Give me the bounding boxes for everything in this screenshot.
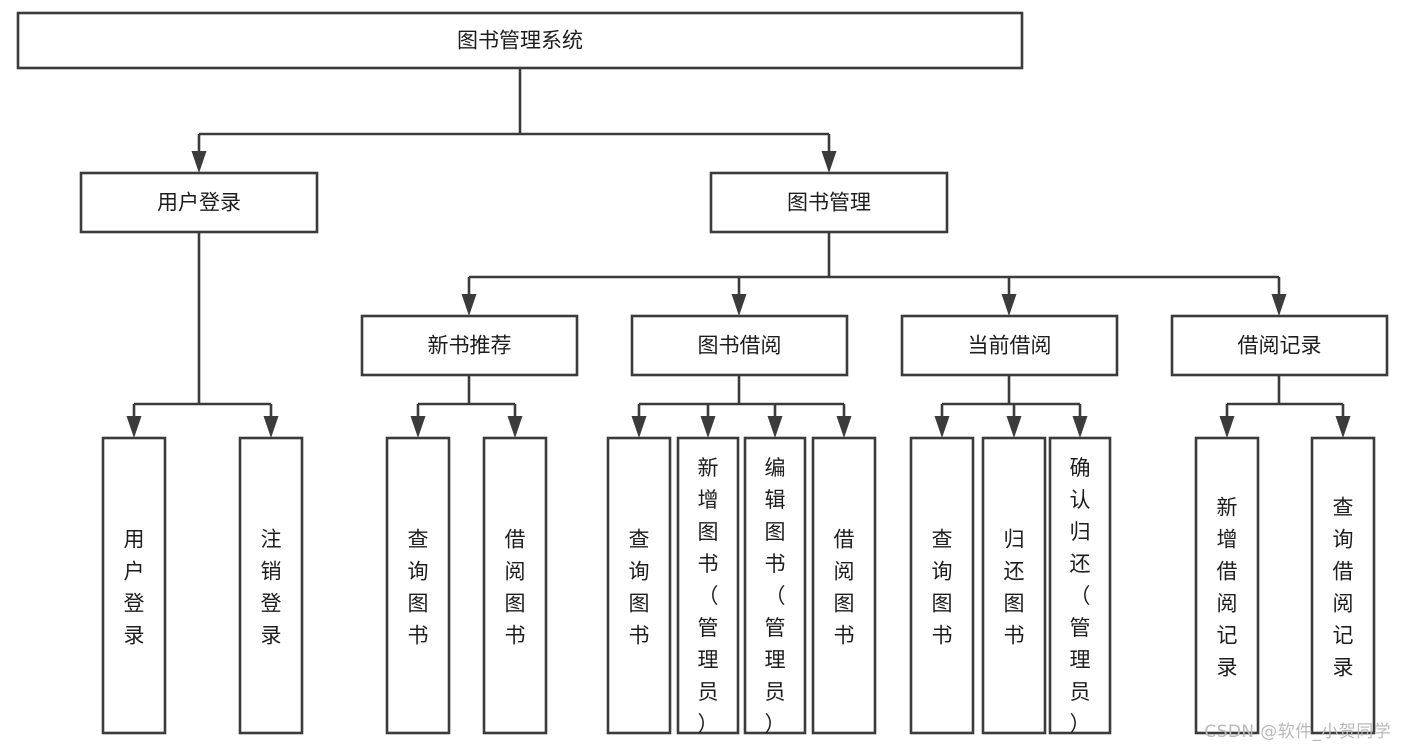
node-level3-1[interactable] [630, 314, 849, 377]
arrow-head-icon [191, 151, 207, 173]
node-level3-0[interactable] [360, 314, 579, 377]
node-root-book-management-system[interactable] [16, 11, 1024, 70]
node-leaf-label-0: 用户登录 [124, 527, 145, 647]
arrow-head-icon [1219, 416, 1235, 438]
node-leaf-2[interactable] [385, 436, 451, 735]
arrow-head-icon [1001, 294, 1017, 316]
node-leaf-label-1: 注销登录 [261, 527, 282, 647]
node-leaf-11[interactable] [1194, 436, 1260, 735]
node-leaf-5[interactable] [676, 436, 740, 735]
node-level2-0[interactable] [79, 171, 319, 234]
arrow-head-icon [410, 416, 426, 438]
connector-layer [126, 68, 1351, 438]
arrow-head-icon [507, 416, 523, 438]
node-level3-label-3: 借阅记录 [1238, 334, 1322, 358]
node-leaf-label-3: 借阅图书 [505, 527, 526, 647]
node-level3-3[interactable] [1170, 314, 1389, 377]
arrow-head-icon [631, 416, 647, 438]
arrow-head-icon [821, 151, 837, 173]
node-level2-label-1: 图书管理 [787, 191, 871, 215]
arrow-head-icon [1006, 416, 1022, 438]
arrow-head-icon [731, 294, 747, 316]
node-level3-2[interactable] [900, 314, 1119, 377]
node-leaf-0[interactable] [101, 436, 167, 735]
arrow-head-icon [461, 294, 477, 316]
node-leaf-label-6: 编辑图书（管理员） [765, 456, 786, 736]
node-leaf-label-7: 借阅图书 [834, 527, 855, 647]
node-leaf-9[interactable] [981, 436, 1047, 735]
node-level2-label-0: 用户登录 [157, 191, 241, 215]
node-leaf-label-4: 查询图书 [629, 527, 650, 647]
csdn-watermark: CSDN @软件_小贺同学 [1204, 722, 1391, 742]
node-level3-label-2: 当前借阅 [968, 334, 1052, 358]
arrow-head-icon [1271, 294, 1287, 316]
node-leaf-label-12: 查询借阅记录 [1333, 495, 1354, 679]
node-leaf-12[interactable] [1310, 436, 1376, 735]
node-root-label: 图书管理系统 [457, 29, 583, 53]
node-level2-1[interactable] [709, 171, 949, 234]
node-leaf-6[interactable] [743, 436, 807, 735]
node-leaf-label-8: 查询图书 [932, 527, 953, 647]
node-leaf-8[interactable] [909, 436, 975, 735]
node-leaf-label-5: 新增图书（管理员） [698, 456, 719, 736]
arrow-head-icon [836, 416, 852, 438]
node-leaf-3[interactable] [482, 436, 548, 735]
arrow-head-icon [126, 416, 142, 438]
node-leaf-10[interactable] [1048, 436, 1112, 735]
node-leaf-label-9: 归还图书 [1004, 527, 1025, 647]
node-leaf-label-2: 查询图书 [408, 527, 429, 647]
arrow-head-icon [1335, 416, 1351, 438]
node-leaf-7[interactable] [811, 436, 877, 735]
arrow-head-icon [767, 416, 783, 438]
node-level3-label-1: 图书借阅 [698, 334, 782, 358]
arrow-head-icon [700, 416, 716, 438]
node-layer: 图书管理系统用户登录图书管理新书推荐图书借阅当前借阅借阅记录用户登录注销登录查询… [16, 11, 1389, 736]
node-level3-label-0: 新书推荐 [428, 334, 512, 358]
node-leaf-label-11: 新增借阅记录 [1217, 495, 1238, 679]
arrow-head-icon [934, 416, 950, 438]
node-leaf-label-10: 确认归还（管理员） [1070, 456, 1091, 736]
arrow-head-icon [1072, 416, 1088, 438]
node-leaf-4[interactable] [606, 436, 672, 735]
arrow-head-icon [263, 416, 279, 438]
node-leaf-1[interactable] [238, 436, 304, 735]
